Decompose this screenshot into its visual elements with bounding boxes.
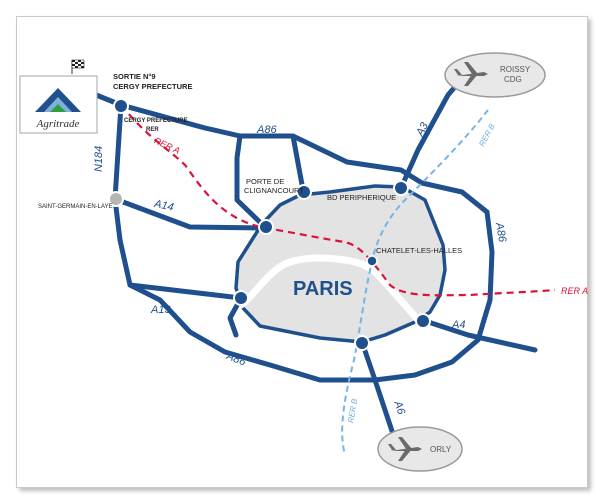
checkered-flag-icon: [71, 59, 85, 74]
road-label-a3: A3: [414, 120, 432, 139]
rer-station-label-line1: CERGY PREFECTURE: [124, 118, 188, 124]
station-west-junction[interactable]: [258, 219, 274, 235]
station-porte-clignancourt[interactable]: [296, 184, 312, 200]
station-chatelet[interactable]: [366, 255, 378, 267]
road-label-n184: N184: [93, 146, 105, 172]
bd-periph-label: BD PERIPHERIQUE: [327, 193, 396, 202]
rer-a-line: [120, 104, 556, 297]
rer-b-label-bottom: RER B: [346, 397, 359, 423]
road-a4: [419, 317, 538, 353]
orly-label: ORLY: [430, 445, 452, 454]
airport-orly[interactable]: ORLY: [377, 426, 463, 472]
saint-germain-label: SAINT-GERMAIN-EN-LAYE: [38, 204, 113, 210]
porte-label-line1: PORTE DE: [246, 177, 284, 186]
station-saint-germain[interactable]: [108, 191, 124, 207]
road-label-a4: A4: [451, 319, 465, 331]
road-label-a86-top: A86: [256, 124, 277, 136]
road-label-a14: A14: [152, 198, 175, 214]
road-network: [66, 72, 538, 458]
road-a14: [112, 196, 269, 231]
exit-label-line2: CERGY PREFECTURE: [113, 82, 192, 91]
airport-roissy[interactable]: ROISSY CDG: [444, 52, 546, 98]
road-a86-inner-left: [234, 133, 269, 231]
station-dots: [108, 98, 431, 351]
agritrade-triangle-logo: [35, 88, 81, 112]
road-label-a86-right: A86: [493, 221, 509, 244]
rer-b-label-top: RER B: [477, 122, 497, 148]
road-label-a86-bottom: A86: [224, 350, 248, 369]
station-a4-junction[interactable]: [415, 313, 431, 329]
paris-area: [234, 184, 447, 344]
station-a13-junction[interactable]: [233, 290, 249, 306]
station-bd-peripherique[interactable]: [393, 180, 409, 196]
exit-label-line1: SORTIE N°9: [113, 72, 156, 81]
airplane-icon: [388, 437, 422, 461]
station-a6-junction[interactable]: [354, 335, 370, 351]
porte-label-line2: CLIGNANCOURT: [244, 186, 304, 195]
road-n184: [112, 102, 124, 243]
road-label-a13: A13: [150, 304, 171, 316]
road-a86-top: [118, 102, 490, 215]
agritrade-logo[interactable]: Agritrade: [19, 75, 98, 134]
road-label-a6: A6: [391, 399, 407, 417]
rer-station-label-line2: RER: [146, 127, 159, 133]
logo-text: Agritrade: [36, 118, 80, 130]
station-cergy-prefecture[interactable]: [113, 98, 129, 114]
chatelet-label: CHATELET-LES-HALLES: [376, 246, 462, 255]
seine-river: [237, 254, 422, 324]
airplane-icon: [454, 62, 488, 86]
road-a86-right: [117, 209, 495, 383]
road-clignancourt-link: [290, 133, 306, 193]
rer-a-label-left: RER A: [153, 135, 182, 156]
cdg-label: CDG: [504, 75, 522, 84]
roissy-label: ROISSY: [500, 65, 531, 74]
road-a13: [127, 282, 244, 301]
paris-label: PARIS: [293, 278, 353, 300]
rer-a-label-right: RER A: [561, 286, 588, 296]
